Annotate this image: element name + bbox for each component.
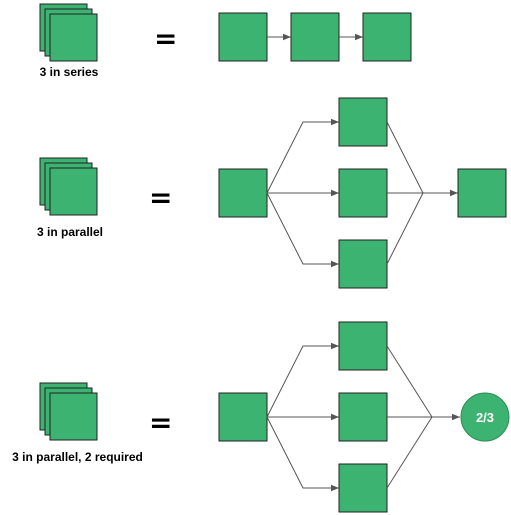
voting-merge-top — [386, 345, 433, 418]
equals-symbol-1: = — [154, 22, 177, 55]
voting-merge-bottom — [386, 416, 433, 489]
series-chain — [218, 12, 412, 62]
voting-branch-top — [266, 342, 339, 418]
voting-stack-icon — [39, 382, 98, 441]
parallel-network — [218, 97, 507, 289]
parallel-merge-bottom — [386, 192, 424, 265]
caption-series: 3 in series — [39, 65, 99, 79]
series-stack-icon — [39, 3, 98, 62]
parallel-branch-bottom — [266, 192, 339, 268]
voting-block-middle — [338, 392, 388, 442]
parallel-stack-icon — [39, 157, 98, 216]
equals-symbol-3: = — [149, 406, 172, 439]
equals-symbol-2: = — [149, 181, 172, 214]
voting-gate-label: 2/3 — [476, 410, 494, 425]
series-block-2 — [290, 12, 340, 62]
parallel-branch-top — [266, 118, 339, 194]
voting-network: 2/3 — [218, 321, 510, 513]
parallel-block-bottom — [338, 239, 388, 289]
voting-block-top — [338, 321, 388, 371]
parallel-output-block — [457, 168, 507, 218]
parallel-block-middle — [338, 168, 388, 218]
series-block-1 — [218, 12, 268, 62]
parallel-input-block — [218, 168, 268, 218]
caption-parallel: 3 in parallel — [36, 225, 104, 239]
series-block-3 — [362, 12, 412, 62]
caption-parallel-2-required: 3 in parallel, 2 required — [12, 450, 143, 464]
voting-input-block — [218, 392, 268, 442]
parallel-block-top — [338, 97, 388, 147]
voting-branch-bottom — [266, 416, 339, 492]
voting-gate — [460, 392, 510, 442]
parallel-merge-top — [386, 121, 424, 194]
voting-block-bottom — [338, 463, 388, 513]
